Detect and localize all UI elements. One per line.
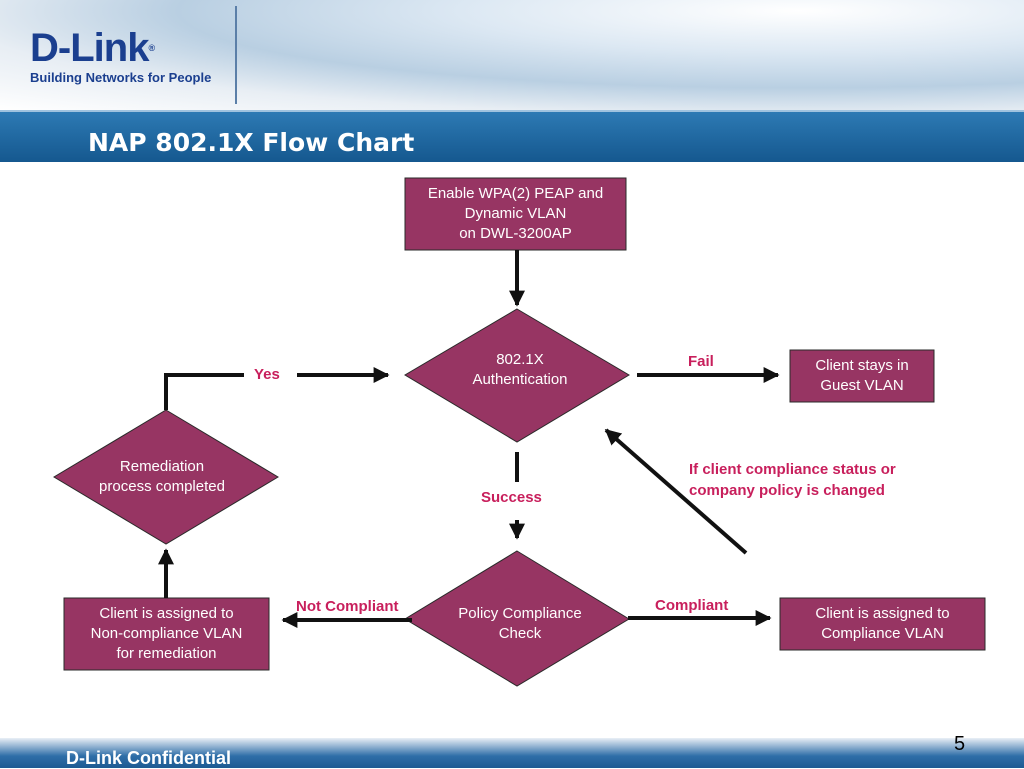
logo-registered-mark: ® [148, 43, 155, 53]
edge-label-yes: Yes [254, 366, 280, 383]
node-auth-diamond [404, 308, 630, 443]
label-enable-wpa: Enable WPA(2) PEAP and Dynamic VLAN on D… [427, 185, 604, 242]
edge-label-success: Success [481, 489, 542, 506]
node-noncompliance-vlan [63, 597, 270, 671]
label-guest-vlan: Client stays in Guest VLAN [815, 357, 909, 394]
title-bar [0, 110, 1024, 162]
node-compliance-vlan [779, 597, 986, 651]
footer-bar [0, 738, 1024, 768]
footer-confidential: D-Link Confidential [66, 748, 231, 768]
header-banner: D-Link® Building Networks for People [0, 0, 1024, 110]
page-number: 5 [954, 733, 966, 755]
edge-remediation-up [164, 373, 244, 410]
node-guest-vlan [789, 349, 935, 403]
node-remediation-diamond [53, 409, 279, 545]
dlink-logo: D-Link® Building Networks for People [30, 28, 211, 85]
label-policy-check: Policy Compliance Check [458, 605, 582, 642]
logo-divider [235, 6, 237, 104]
node-enable-wpa [404, 177, 627, 251]
node-policy-diamond [404, 550, 630, 687]
label-noncompliance-vlan: Client is assigned to Non-compliance VLA… [90, 605, 243, 662]
edge-label-compliant: Compliant [655, 597, 729, 614]
logo-tagline: Building Networks for People [30, 70, 212, 85]
edge-label-policy-change: If client compliance status or company p… [689, 461, 896, 499]
edge-label-fail: Fail [688, 353, 714, 370]
page-title: NAP 802.1X Flow Chart [88, 128, 415, 157]
label-remediation: Remediation process completed [99, 458, 225, 495]
label-auth: 802.1X Authentication [472, 351, 568, 388]
edge-label-not-compliant: Not Compliant [296, 598, 399, 615]
logo-wordmark: D-Link [30, 26, 149, 70]
label-compliance-vlan: Client is assigned to Compliance VLAN [815, 605, 950, 642]
edge-policy-change-to-auth [604, 428, 748, 555]
